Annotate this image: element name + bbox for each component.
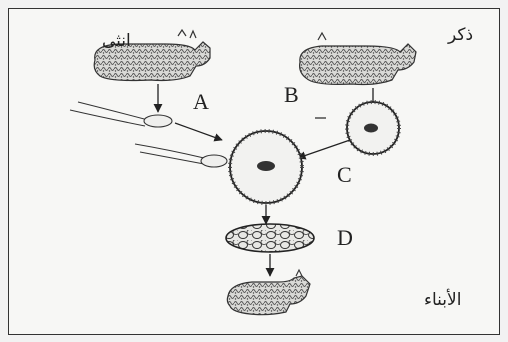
- female-label: انثى: [102, 31, 131, 51]
- stage-b-label: B: [284, 82, 299, 107]
- offspring-lamb-icon: [226, 268, 311, 316]
- stage-a-label: A: [193, 89, 209, 114]
- stage-d-label: D: [337, 225, 353, 250]
- pipette-a-icon: [69, 101, 173, 128]
- male-label: ذكر: [447, 25, 473, 45]
- egg-to-zygote-arrow: [174, 122, 223, 142]
- male-sheep-icon: [299, 31, 417, 86]
- stage-c-label: C: [337, 162, 352, 187]
- embryo-icon: [225, 223, 315, 253]
- pipette-lower-icon: [134, 143, 228, 168]
- female-sheep-icon: [93, 28, 211, 82]
- donor-to-zygote-arrow: [297, 139, 351, 160]
- donor-cell-icon: [345, 100, 401, 156]
- offspring-label: الأبناء: [424, 289, 461, 310]
- fused-cell-icon: [228, 129, 304, 205]
